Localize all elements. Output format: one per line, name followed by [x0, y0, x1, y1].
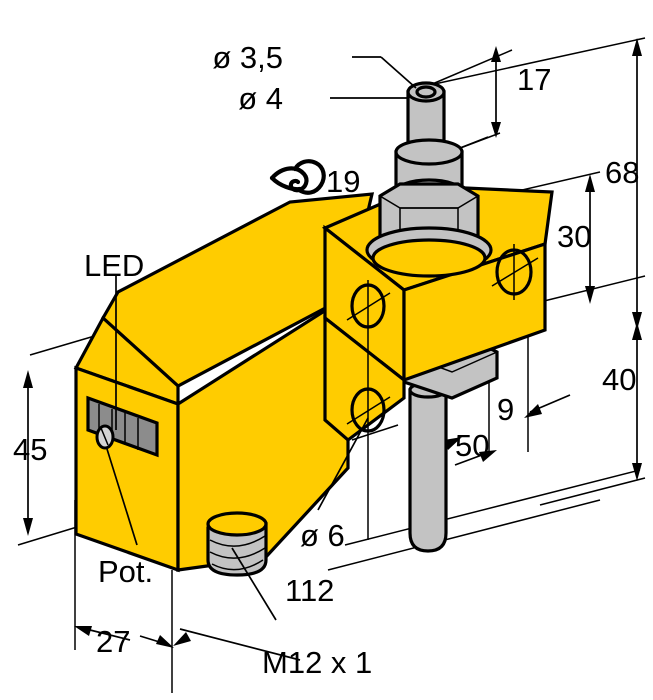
dim-17-arrow-bottom: [491, 122, 501, 138]
dim-68-label: 68: [605, 155, 639, 190]
ext-line-diag-lower: [344, 469, 641, 546]
probe-rod-assembly: [408, 381, 448, 553]
label-wrench-size: 19: [326, 164, 360, 199]
leader-dia6: [317, 417, 369, 511]
dim-45-arrow-top: [23, 370, 33, 388]
ext-line-diag-lowest: [327, 499, 601, 571]
label-dia-4: ø 4: [238, 81, 283, 116]
ext-line-40-bottom: [539, 477, 646, 506]
tube-inner-bore: [415, 85, 437, 99]
label-pot: Pot.: [98, 554, 153, 589]
tube-collar-upper-top: [394, 138, 464, 166]
dimension-9: 9: [488, 330, 571, 455]
label-dia-3-5: ø 3,5: [212, 40, 283, 75]
dim-9-arrow-left: [524, 404, 542, 418]
dim-40-label: 40: [602, 362, 636, 397]
m12-thread-line-3: [211, 559, 264, 571]
leader-dia35-diagonal: [380, 56, 417, 89]
dim-50-label: 50: [455, 428, 489, 463]
dimension-27: 27: [74, 500, 174, 693]
dim-30-label: 30: [557, 219, 591, 254]
label-112: 112: [285, 573, 334, 608]
mounting-hole-right: [491, 244, 539, 300]
dim-45-label: 45: [13, 432, 47, 467]
ext-line-112-pointer: [179, 628, 301, 661]
ext-line-tube-top: [429, 49, 513, 86]
label-dia-6: ø 6: [300, 518, 345, 553]
dim-27-arrow-left: [74, 626, 92, 636]
dim-50-arrow-a: [444, 437, 462, 450]
dimension-68: 68: [605, 38, 642, 330]
hole-right-centerline-h: [491, 257, 539, 287]
dim-112-arrow: [173, 632, 191, 646]
dimension-network: 17 68 30 40: [13, 37, 646, 693]
body-side-face: [176, 293, 350, 572]
dim-27-label: 27: [96, 624, 130, 659]
dim-17-arrow-top: [491, 46, 501, 62]
hex-nut-top-face: [378, 183, 480, 209]
dim-30-arrow-top: [585, 174, 595, 192]
leader-m12: [231, 547, 277, 621]
dim-27-arrow-right: [156, 635, 174, 648]
dimension-17: 17: [491, 46, 551, 138]
bracket-right-face: [402, 241, 547, 383]
potentiometer: [95, 424, 115, 450]
led-window-frame: [86, 395, 159, 458]
wrench-icon-handle: [269, 175, 303, 192]
ext-line-50-left: [351, 424, 399, 441]
m12-thread-body: [206, 522, 268, 577]
leader-pot: [106, 448, 138, 546]
label-led: LED: [84, 248, 144, 283]
leader-lines: [106, 56, 417, 621]
dim-68-arrow-top: [632, 38, 642, 56]
dim-17-label: 17: [517, 62, 551, 97]
text-labels: ø 3,5 ø 4 19 LED Pot. ø 6 112 M12 x 1: [84, 40, 372, 680]
m12-connector: [206, 511, 268, 577]
label-m12: M12 x 1: [262, 645, 372, 680]
m12-base-ellipse: [206, 511, 268, 537]
sensor-body: [73, 192, 375, 573]
dim-50-arrow-b: [479, 450, 497, 462]
seal-washer-lower: [371, 238, 487, 278]
pot-slot: [100, 427, 109, 446]
dim-9-label: 9: [497, 392, 514, 427]
dim-30-arrow-bottom: [585, 286, 595, 304]
ext-line-68-top: [429, 37, 646, 86]
dim-68-arrow-bottom: [632, 312, 642, 330]
m12-thread-line-1: [209, 535, 266, 547]
dimension-30: 30: [557, 174, 595, 304]
dim-45-arrow-bottom: [23, 518, 33, 536]
wrench-icon: [269, 159, 326, 195]
dim-40-arrow-up: [632, 322, 642, 340]
probe-rod: [408, 388, 448, 553]
dimension-40: 40: [602, 322, 642, 481]
top-tube-assembly: [365, 81, 493, 278]
dim-40-arrow-down: [632, 463, 642, 481]
